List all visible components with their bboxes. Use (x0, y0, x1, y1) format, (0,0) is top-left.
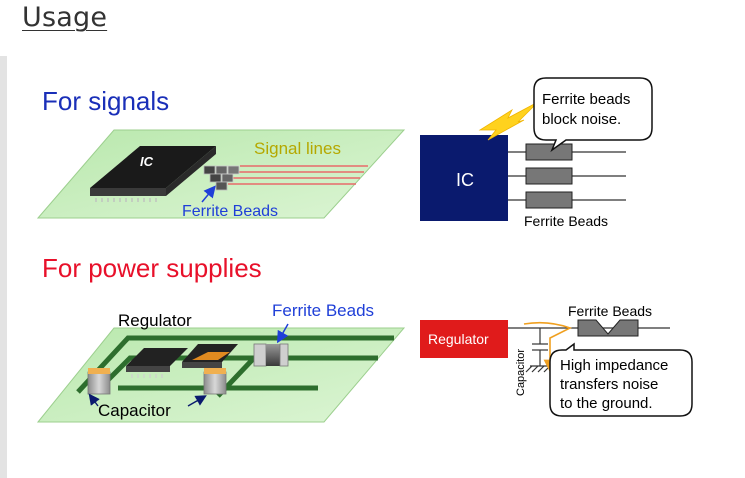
power-section-title: For power supplies (42, 253, 262, 283)
capacitor-chip-left (87, 368, 111, 395)
capacitor-label: Capacitor (98, 401, 171, 420)
schematic-regulator-block (420, 320, 508, 358)
signals-section-title: For signals (42, 86, 169, 116)
schematic-capacitor-label: Capacitor (515, 349, 527, 396)
power-schematic: Regulator Capacitor Ferrite Beads High i… (420, 303, 693, 417)
ferrite-beads-usage-diagram: For signals IC (36, 77, 693, 423)
schematic-ferrite-bead-symbol (577, 319, 639, 337)
signal-pcb-illustration: IC Signal lines Ferrite Beads (36, 129, 406, 220)
page-title: Usage (22, 2, 108, 33)
signal-callout-line-2: block noise. (542, 111, 621, 128)
signal-lines-label: Signal lines (254, 139, 341, 158)
schematic-ferrite-beads-label: Ferrite Beads (524, 213, 608, 229)
schematic-regulator-label: Regulator (428, 331, 489, 347)
power-callout-line-3: to the ground. (560, 395, 653, 412)
schematic-ic-block (420, 135, 508, 221)
regulator-label: Regulator (118, 311, 192, 330)
power-ferrite-bead-chip (253, 343, 289, 367)
signal-ic-chip-label: IC (140, 154, 154, 169)
noise-lightning-icon (478, 101, 539, 141)
power-pcb-illustration: Regulator Ferrite Beads Capacitor (36, 301, 406, 423)
power-callout-line-1: High impedance (560, 357, 668, 374)
signal-callout-line-1: Ferrite beads (542, 91, 630, 108)
signal-schematic: IC Ferrite beads block noise. Ferrite Be… (420, 77, 653, 229)
schematic-ic-label: IC (456, 170, 474, 190)
schematic-power-ferrite-beads-label: Ferrite Beads (568, 303, 652, 319)
signal-ferrite-beads-label: Ferrite Beads (182, 203, 278, 220)
signal-ferrite-bead-chips (203, 165, 240, 191)
capacitor-chip-right (203, 368, 227, 395)
power-callout-line-2: transfers noise (560, 376, 658, 393)
content-left-border (0, 56, 7, 478)
power-ferrite-beads-label: Ferrite Beads (272, 301, 374, 320)
